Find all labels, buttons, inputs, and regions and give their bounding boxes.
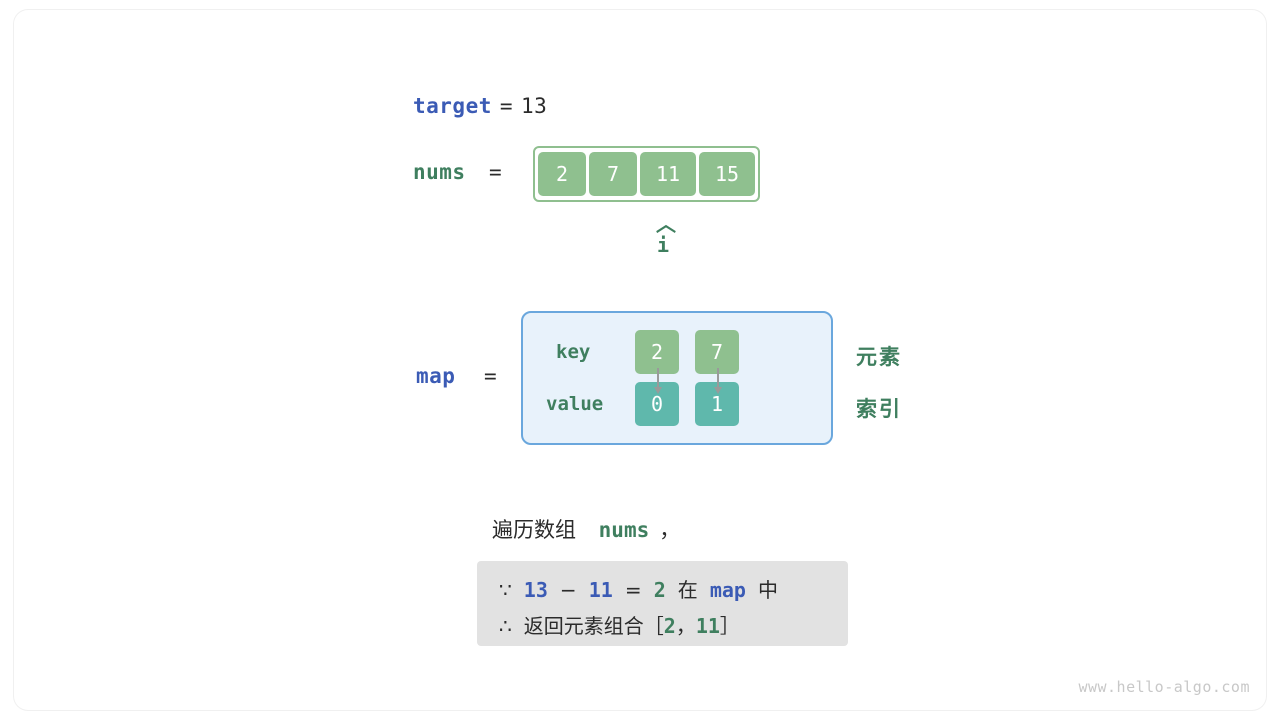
conclusion-lbracket: ［	[643, 614, 664, 638]
map-value-row-label: value	[546, 393, 604, 415]
target-row: target = 13	[413, 94, 547, 118]
index-pointer-label: i	[657, 233, 670, 257]
map-label: map	[416, 364, 456, 388]
caption-line: 遍历数组 nums ，	[492, 514, 680, 544]
nums-cell-0: 2	[538, 152, 586, 196]
conclusion-eq: =	[624, 578, 642, 602]
conclusion-line-1: ∵ 13 − 11 = 2 在 map 中	[499, 572, 848, 608]
conclusion-b: 11	[588, 578, 613, 602]
map-key-row-label: key	[556, 341, 591, 363]
conclusion-minus: −	[559, 578, 577, 602]
target-value: 13	[521, 94, 548, 118]
conclusion-result-b: 11	[695, 614, 720, 638]
conclusion-c: 2	[653, 578, 666, 602]
conclusion-result-text: 返回元素组合	[523, 614, 644, 638]
conclusion-result-comma: ，	[675, 614, 696, 638]
key-to-value-arrow-1-icon	[714, 368, 722, 394]
index-pointer-caret: ︿	[656, 212, 676, 236]
caption-code: nums	[598, 518, 650, 542]
map-key-cell-1: 7	[695, 330, 739, 374]
target-equals: =	[499, 94, 514, 118]
key-to-value-arrow-0-icon	[654, 368, 662, 394]
map-note-index: 索引	[856, 397, 902, 421]
target-label: target	[413, 94, 492, 118]
conclusion-result-a: 2	[663, 614, 676, 638]
conclusion-a: 13	[523, 578, 548, 602]
nums-equals: =	[489, 160, 502, 184]
caption-text-after: ，	[659, 518, 681, 542]
conclusion-zhong: 中	[758, 578, 778, 602]
caption-text-before: 遍历数组	[492, 518, 576, 542]
map-note-elements: 元素	[856, 345, 902, 369]
conclusion-map: map	[709, 578, 746, 602]
map-key-cell-0: 2	[635, 330, 679, 374]
nums-label: nums	[413, 160, 466, 184]
because-symbol-icon: ∵	[499, 578, 512, 602]
nums-cell-1: 7	[589, 152, 637, 196]
conclusion-line-2: ∴ 返回元素组合［2，11］	[499, 608, 848, 644]
conclusion-zai: 在	[677, 578, 698, 602]
conclusion-box: ∵ 13 − 11 = 2 在 map 中 ∴ 返回元素组合［2，11］	[477, 561, 848, 646]
watermark: www.hello-algo.com	[1078, 678, 1250, 696]
nums-array: 2 7 11 15	[533, 146, 760, 202]
nums-cell-2: 11	[640, 152, 696, 196]
therefore-symbol-icon: ∴	[499, 614, 512, 638]
map-equals: =	[484, 364, 497, 388]
conclusion-rbracket: ］	[719, 614, 740, 638]
nums-cell-3: 15	[699, 152, 755, 196]
